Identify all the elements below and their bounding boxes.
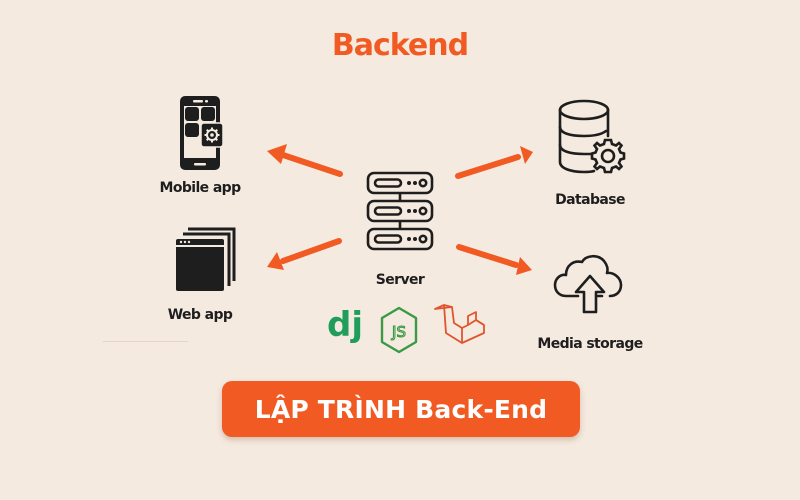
svg-text:dj: dj [327, 305, 363, 345]
svg-text:JS: JS [391, 323, 406, 341]
node-media-storage: Media storage [530, 252, 650, 352]
mobile-app-gear-icon [150, 92, 250, 174]
arrow-server-to-mobile-icon [267, 144, 343, 177]
database-gear-icon [540, 98, 640, 180]
node-database: Database [540, 98, 640, 208]
node-mobile-app: Mobile app [150, 92, 250, 196]
server-rack-icon [350, 170, 450, 254]
arrow-server-to-database-icon [455, 146, 533, 179]
django-logo-icon: dj [325, 302, 365, 356]
decorative-line [103, 341, 188, 342]
arrow-server-to-media-icon [456, 244, 532, 275]
diagram-title: Backend [331, 28, 469, 63]
cloud-upload-icon [530, 252, 650, 322]
media-storage-label: Media storage [537, 336, 643, 352]
nodejs-logo-icon: JS [378, 305, 420, 361]
arrow-server-to-web-icon [267, 238, 342, 270]
laravel-logo-icon [432, 303, 488, 357]
database-label: Database [555, 192, 625, 208]
node-web-app: Web app [150, 225, 250, 323]
browser-windows-icon [150, 225, 250, 297]
mobile-app-label: Mobile app [159, 180, 241, 196]
banner-lap-trinh-back-end: LẬP TRÌNH Back-End [222, 381, 580, 437]
node-server: Server [350, 170, 450, 288]
server-label: Server [375, 272, 425, 288]
web-app-label: Web app [167, 307, 233, 323]
banner-text: LẬP TRÌNH Back-End [254, 394, 548, 424]
